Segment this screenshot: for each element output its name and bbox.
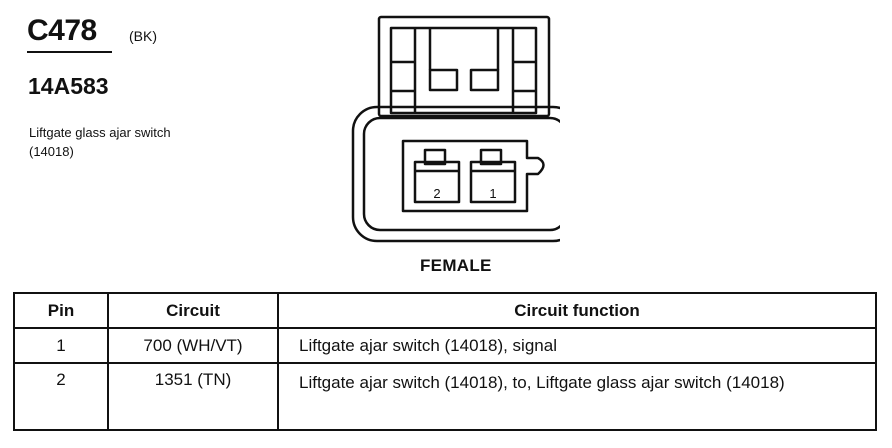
circuit-cell: 1351 (TN) <box>107 362 279 431</box>
column-header-pin: Pin <box>13 292 109 329</box>
terminal-1 <box>469 148 517 204</box>
terminal-2 <box>413 148 461 204</box>
connector-gender-label: FEMALE <box>420 256 492 275</box>
connector-body <box>351 105 560 243</box>
function-cell: Liftgate ajar switch (14018), signal <box>277 327 877 364</box>
pin-label-2: 2 <box>433 186 440 201</box>
connector-id-underline <box>27 51 112 53</box>
connector-latch <box>377 15 551 118</box>
pin-cell: 1 <box>13 327 109 364</box>
function-cell: Liftgate ajar switch (14018), to, Liftga… <box>277 362 877 431</box>
pin-table: Pin Circuit Circuit function 1 700 (WH/V… <box>13 292 877 431</box>
table-row: 1 700 (WH/VT) Liftgate ajar switch (1401… <box>13 327 877 364</box>
connector-face-diagram: 2 1 <box>351 15 560 243</box>
cavity-outline <box>401 139 545 213</box>
pin-cell: 2 <box>13 362 109 431</box>
column-header-function: Circuit function <box>277 292 877 329</box>
column-header-circuit: Circuit <box>107 292 279 329</box>
circuit-cell: 700 (WH/VT) <box>107 327 279 364</box>
connector-description: Liftgate glass ajar switch (14018) <box>29 125 171 159</box>
connector-color: (BK) <box>129 28 157 44</box>
table-row: 2 1351 (TN) Liftgate ajar switch (14018)… <box>13 362 877 431</box>
part-number: 14A583 <box>28 73 109 99</box>
pin-label-1: 1 <box>489 186 496 201</box>
table-header-row: Pin Circuit Circuit function <box>13 292 877 329</box>
connector-id: C478 <box>27 14 97 47</box>
